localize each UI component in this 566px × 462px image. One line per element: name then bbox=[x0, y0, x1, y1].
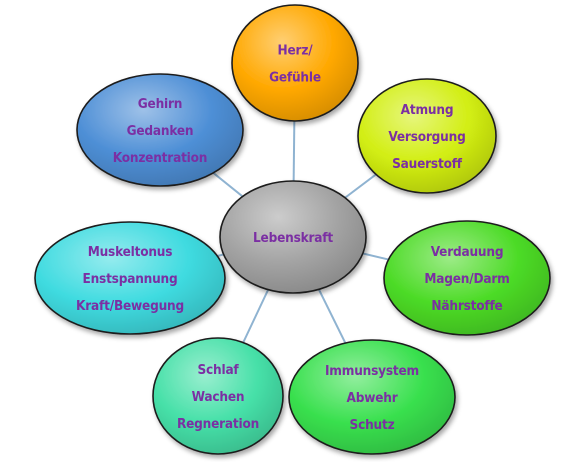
node-immunsystem-shape bbox=[288, 339, 456, 455]
node-atmung-label-line: Atmung bbox=[401, 102, 454, 118]
node-muskeltonus-shape bbox=[34, 221, 226, 335]
node-schlaf-shape bbox=[152, 337, 284, 455]
node-herz-label-line: Gefühle bbox=[269, 70, 321, 86]
node-verdauung-shape bbox=[383, 220, 551, 336]
node-herz: Herz/Gefühle bbox=[231, 4, 359, 122]
node-verdauung-label-line: Verdauung bbox=[431, 244, 504, 260]
node-muskeltonus-label-line: Muskeltonus bbox=[88, 244, 173, 260]
node-gehirn-label-line: Konzentration bbox=[113, 150, 207, 166]
node-atmung-label-line: Versorgung bbox=[388, 129, 465, 145]
node-schlaf-label-line: Schlaf bbox=[197, 362, 239, 378]
node-herz-shape bbox=[231, 4, 359, 122]
node-muskeltonus-label-line: Enstspannung bbox=[83, 271, 178, 287]
node-herz-label-line: Herz/ bbox=[278, 43, 314, 59]
node-schlaf-label-line: Wachen bbox=[192, 389, 245, 405]
node-schlaf-label-line: Regneration bbox=[177, 416, 259, 432]
node-gehirn-shape bbox=[76, 73, 244, 187]
center-node-lebenskraft-label-line: Lebenskraft bbox=[253, 230, 333, 246]
node-immunsystem-label-line: Abwehr bbox=[347, 390, 398, 406]
node-immunsystem-label-line: Immunsystem bbox=[325, 363, 419, 379]
node-verdauung-label-line: Magen/Darm bbox=[424, 271, 509, 287]
center-node-lebenskraft-shape bbox=[219, 180, 367, 294]
node-gehirn-label-line: Gedanken bbox=[127, 123, 194, 139]
node-muskeltonus-label-line: Kraft/Bewegung bbox=[76, 298, 184, 314]
node-immunsystem-label-line: Schutz bbox=[350, 417, 395, 433]
node-atmung-label-line: Sauerstoff bbox=[392, 156, 463, 172]
center-node: Lebenskraft bbox=[219, 180, 367, 294]
node-gehirn-label-line: Gehirn bbox=[138, 96, 182, 112]
node-verdauung-label-line: Nährstoffe bbox=[431, 298, 502, 314]
satellite-nodes: Herz/GefühleAtmungVersorgungSauerstoffVe… bbox=[34, 4, 551, 455]
center-node-lebenskraft: Lebenskraft bbox=[219, 180, 367, 294]
node-atmung-shape bbox=[357, 78, 497, 194]
